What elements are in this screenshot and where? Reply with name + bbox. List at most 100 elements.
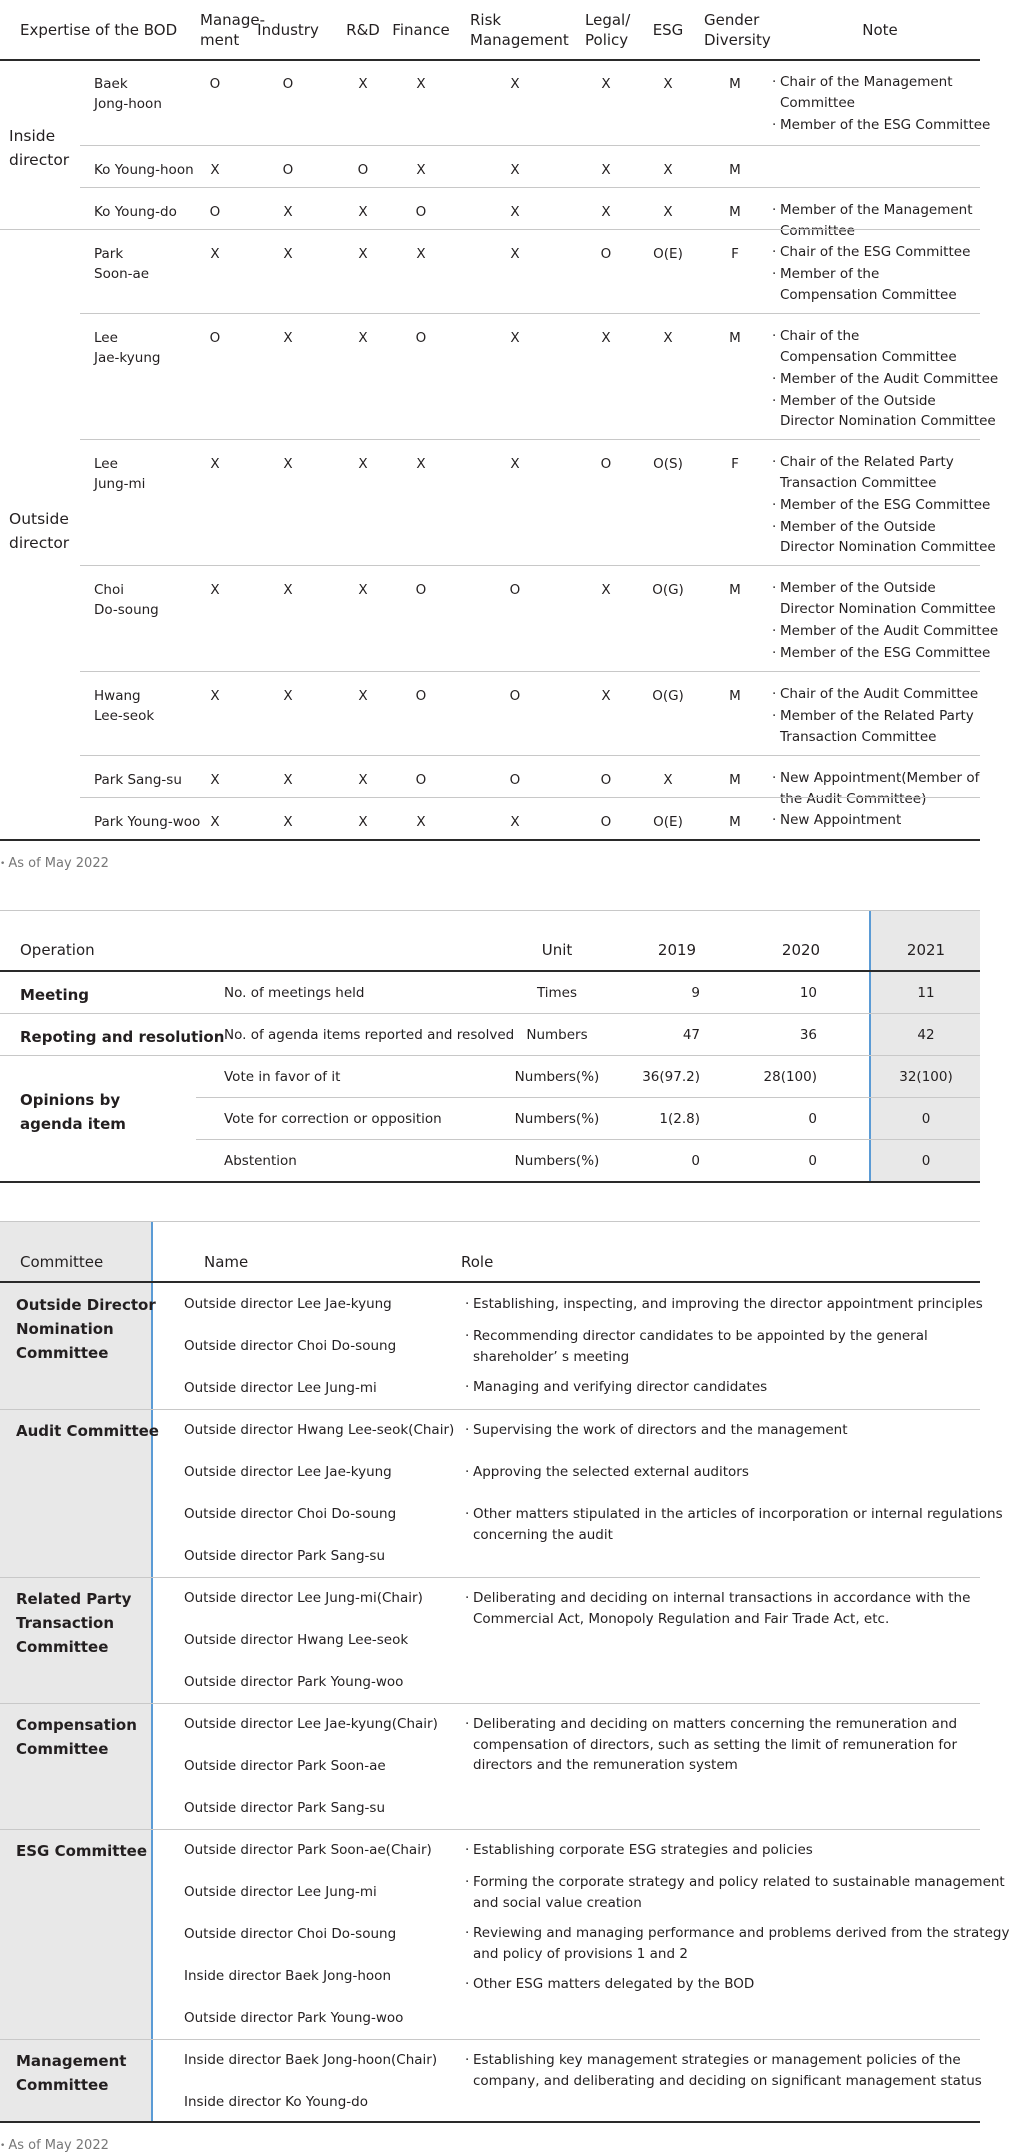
- director-note: Member of the Management Committee: [772, 200, 980, 243]
- op-unit: Numbers(%): [514, 1153, 600, 1169]
- committee-column-border: [151, 1221, 153, 2121]
- op-unit: Numbers: [526, 1027, 588, 1043]
- expertise-mark: X: [601, 76, 611, 92]
- expertise-mark: O: [357, 162, 369, 178]
- op-header-year: 2019: [657, 941, 697, 959]
- committee-role: Establishing key management strategies o…: [465, 2050, 982, 2091]
- expertise-mark: X: [663, 330, 673, 346]
- expertise-mark: X: [283, 456, 293, 472]
- op-item: Abstention: [224, 1153, 297, 1169]
- committee-member: Outside director Lee Jae-kyung(Chair): [184, 1716, 438, 1732]
- role-item: Approving the selected external auditors: [465, 1462, 980, 1483]
- committee-role: Other matters stipulated in the articles…: [465, 1504, 1003, 1545]
- expertise-mark: M: [729, 204, 741, 220]
- expertise-mark: X: [358, 330, 368, 346]
- committee-member: Outside director Park Young-woo: [184, 1674, 404, 1690]
- expertise-mark: X: [210, 246, 220, 262]
- row-divider: [0, 1013, 980, 1014]
- table-header-col: Finance: [392, 21, 450, 39]
- committee-member: Outside director Lee Jae-kyung: [184, 1296, 392, 1312]
- expertise-mark: X: [358, 204, 368, 220]
- expertise-mark: X: [283, 814, 293, 830]
- op-value: 10: [799, 985, 817, 1001]
- expertise-mark: O(E): [653, 814, 683, 830]
- expertise-mark: X: [510, 204, 520, 220]
- row-divider: [0, 1829, 980, 1830]
- expertise-mark: X: [663, 772, 673, 788]
- committee-role: Reviewing and managing performance and p…: [465, 1923, 1009, 1964]
- expertise-mark: O: [282, 76, 294, 92]
- committee-member: Outside director Lee Jung-mi(Chair): [184, 1590, 423, 1606]
- director-note: Chair of the Related Party Transaction C…: [772, 452, 996, 559]
- director-name: Park Young-woo: [94, 814, 201, 830]
- expertise-mark: X: [210, 456, 220, 472]
- expertise-mark: X: [358, 456, 368, 472]
- op-item: No. of agenda items reported and resolve…: [224, 1027, 515, 1043]
- op-value: 11: [917, 985, 935, 1001]
- row-divider: [0, 2039, 980, 2040]
- op-value: 42: [917, 1027, 935, 1043]
- director-name: Lee Jae-kyung: [94, 330, 161, 366]
- row-divider: [80, 313, 980, 314]
- group-label-outside: Outside director: [9, 510, 70, 552]
- expertise-mark: O: [415, 688, 427, 704]
- table-header-title: Expertise of the BOD: [20, 21, 178, 39]
- expertise-mark: X: [283, 688, 293, 704]
- row-divider: [0, 59, 980, 61]
- expertise-mark: X: [210, 814, 220, 830]
- role-item: Establishing key management strategies o…: [465, 2050, 982, 2091]
- director-note: Chair of the Compensation CommitteeMembe…: [772, 326, 998, 433]
- committee-member: Outside director Lee Jung-mi: [184, 1380, 377, 1396]
- row-divider: [0, 1055, 980, 1056]
- expertise-mark: X: [283, 772, 293, 788]
- role-item: Forming the corporate strategy and polic…: [465, 1872, 1005, 1913]
- committee-role: Establishing, inspecting, and improving …: [465, 1294, 983, 1315]
- committee-header-name: Name: [204, 1253, 249, 1271]
- table-header-col: Gender Diversity: [704, 11, 771, 49]
- expertise-mark: O: [600, 246, 612, 262]
- expertise-mark: X: [283, 204, 293, 220]
- op-category: Opinions by agenda item: [20, 1091, 126, 1133]
- note-item: New Appointment: [772, 810, 980, 831]
- committee-member: Outside director Choi Do-soung: [184, 1506, 397, 1522]
- row-divider: [0, 229, 980, 230]
- row-divider: [80, 671, 980, 672]
- expertise-mark: X: [210, 772, 220, 788]
- director-note: Chair of the ESG CommitteeMember of the …: [772, 242, 980, 307]
- row-divider: [0, 839, 980, 841]
- expertise-mark: O: [415, 772, 427, 788]
- op-value: 0: [921, 1111, 931, 1127]
- director-name: Lee Jung-mi: [94, 456, 146, 492]
- committee-role: Deliberating and deciding on internal tr…: [465, 1588, 980, 1629]
- director-name: Baek Jong-hoon: [94, 76, 162, 112]
- expertise-mark: X: [601, 204, 611, 220]
- expertise-mark: M: [729, 814, 741, 830]
- expertise-mark: O: [509, 772, 521, 788]
- row-divider: [0, 1281, 980, 1283]
- expertise-mark: X: [601, 582, 611, 598]
- committee-role: Approving the selected external auditors: [465, 1462, 980, 1483]
- committee-role: Recommending director candidates to be a…: [465, 1326, 980, 1367]
- committee-title: Management Committee: [16, 2052, 127, 2094]
- expertise-mark: F: [731, 456, 739, 472]
- op-value: 47: [682, 1027, 700, 1043]
- expertise-mark: X: [601, 330, 611, 346]
- expertise-mark: X: [210, 688, 220, 704]
- director-name: Ko Young-do: [94, 204, 177, 220]
- director-name: Hwang Lee-seok: [94, 688, 155, 724]
- expertise-mark: X: [358, 76, 368, 92]
- expertise-mark: X: [416, 162, 426, 178]
- expertise-mark: M: [729, 772, 741, 788]
- expertise-mark: X: [416, 246, 426, 262]
- expertise-mark: X: [210, 162, 220, 178]
- expertise-mark: X: [601, 162, 611, 178]
- expertise-mark: X: [358, 772, 368, 788]
- expertise-mark: X: [663, 162, 673, 178]
- role-item: Other ESG matters delegated by the BOD: [465, 1974, 980, 1995]
- expertise-mark: X: [510, 456, 520, 472]
- committee-role: Forming the corporate strategy and polic…: [465, 1872, 1005, 1913]
- director-note: New Appointment: [772, 810, 980, 832]
- committee-member: Outside director Park Young-woo: [184, 2010, 404, 2026]
- row-divider: [80, 187, 980, 188]
- role-item: Deliberating and deciding on matters con…: [465, 1714, 980, 1776]
